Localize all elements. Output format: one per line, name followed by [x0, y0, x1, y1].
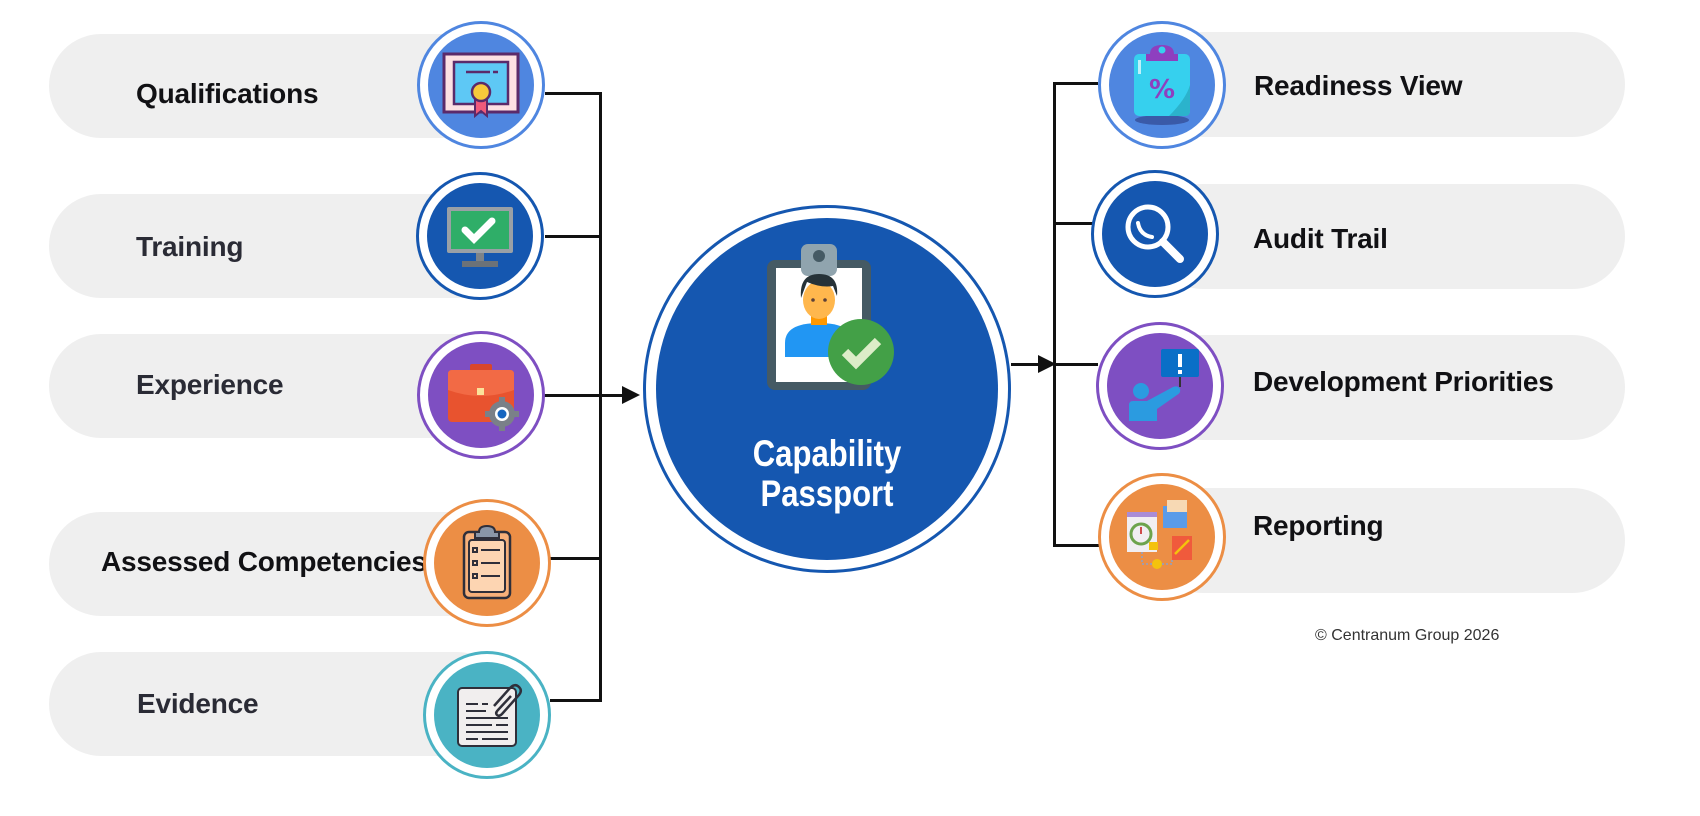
connector-evidence — [550, 699, 602, 702]
copyright-notice: © Centranum Group 2026 — [1315, 627, 1500, 644]
hub-title-line2: Passport — [760, 473, 894, 514]
input-node-qualifications — [417, 21, 545, 149]
output-node-reporting — [1098, 473, 1226, 601]
output-label-readiness-view: Readiness View — [1254, 70, 1463, 101]
input-label-evidence: Evidence — [137, 688, 259, 719]
input-node-training — [416, 172, 544, 300]
document-paperclip-icon — [457, 684, 522, 747]
output-node-audit-trail — [1091, 170, 1219, 298]
output-node-development-priorities — [1096, 322, 1224, 450]
connector-qualifications — [545, 92, 602, 95]
connector-audit-trail — [1053, 222, 1095, 225]
hub-title-line1: Capability — [752, 433, 902, 474]
output-pill-development-priorities — [1150, 335, 1625, 440]
output-label-development-priorities: Development Priorities — [1253, 366, 1554, 397]
output-pill-readiness-view — [1150, 32, 1625, 137]
connector-development-priorities — [1053, 363, 1098, 366]
input-label-qualifications: Qualifications — [136, 78, 319, 109]
connector-training — [545, 235, 599, 238]
output-label-reporting: Reporting — [1253, 510, 1384, 541]
connector-assessed-competencies — [550, 557, 602, 560]
arrowhead-to-hub — [622, 386, 640, 404]
monitor-check-icon — [447, 207, 513, 267]
magnifier-icon — [1125, 204, 1184, 263]
capability-passport-hub: Capability Passport — [643, 205, 1011, 573]
input-node-evidence — [423, 651, 551, 779]
svg-text:%: % — [1149, 75, 1175, 105]
input-node-assessed-competencies — [423, 499, 551, 627]
id-badge-check-icon — [767, 244, 894, 390]
connector-left-trunk — [599, 92, 602, 702]
input-label-assessed-competencies: Assessed Competencies — [101, 546, 427, 577]
person-alert-sign-icon — [1129, 349, 1199, 421]
connector-right-trunk — [1053, 82, 1056, 547]
input-node-experience — [417, 331, 545, 459]
connector-readiness-view — [1053, 82, 1098, 85]
output-pill-audit-trail — [1150, 184, 1625, 289]
certificate-icon — [442, 52, 520, 119]
report-workflow-icon — [1127, 500, 1192, 569]
connector-experience — [528, 394, 623, 397]
output-pill-reporting — [1150, 488, 1625, 593]
clipboard-checklist-icon — [462, 524, 512, 600]
output-node-readiness-view: % — [1098, 21, 1226, 149]
input-label-training: Training — [136, 231, 244, 262]
clipboard-percent-icon: % — [1134, 45, 1190, 125]
briefcase-gear-icon — [448, 364, 519, 431]
output-label-audit-trail: Audit Trail — [1253, 223, 1388, 254]
input-label-experience: Experience — [136, 369, 284, 400]
connector-hub-out — [1011, 363, 1041, 366]
connector-reporting — [1053, 544, 1099, 547]
arrowhead-from-hub — [1038, 355, 1056, 373]
